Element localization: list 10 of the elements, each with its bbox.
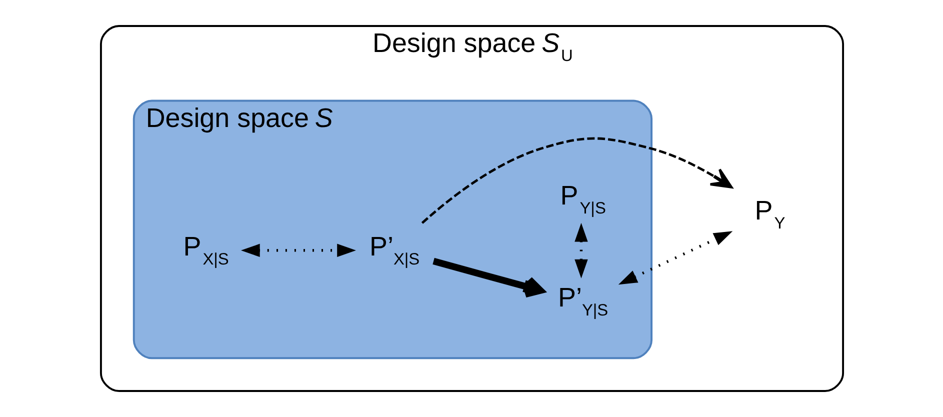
arrow [420,137,732,224]
node-text: P$_{X|S}$ [182,231,228,268]
node-text: P$_{Y|S}$ [560,180,606,218]
arrow [432,258,544,298]
node-text: P$_{Y}$ [754,196,785,233]
node-text: P’$_{X|S}$ [369,231,420,268]
arrow [240,244,356,257]
node-text: P’$_{Y|S}$ [558,282,608,320]
arrow [574,222,588,278]
arrow [618,231,732,285]
